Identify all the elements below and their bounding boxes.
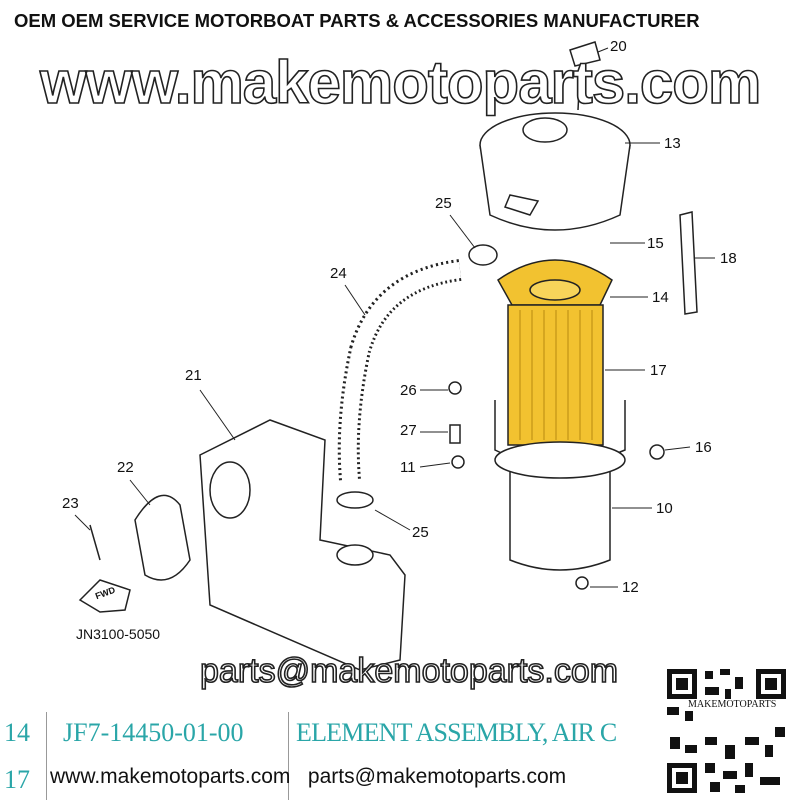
callout-18: 18 [720, 250, 737, 267]
row-1-no: 14 [4, 718, 30, 747]
air-cleaner-case [494, 400, 626, 571]
table-divider [46, 712, 47, 800]
table-divider [288, 712, 289, 800]
page-title: OEM OEM SERVICE MOTORBOAT PARTS & ACCESS… [14, 10, 700, 31]
contact-email: parts@makemotoparts.com [307, 765, 567, 788]
contact-line: www.makemotoparts.com parts@makemotopart… [50, 765, 566, 789]
watermark-email: parts@makemotoparts.com [199, 651, 619, 691]
callout-25-lower: 25 [412, 524, 429, 541]
callout-16: 16 [695, 439, 712, 456]
callout-12: 12 [622, 579, 639, 596]
part-25-clamp-lower [336, 491, 374, 509]
row-2-no: 17 [4, 765, 30, 794]
part-20-clip [569, 41, 601, 67]
row-1-part-number: JF7-14450-01-00 [63, 718, 244, 747]
part-22-cover [134, 494, 191, 581]
part-18-strap [679, 211, 698, 315]
callout-14: 14 [652, 289, 669, 306]
air-filter-element-highlighted [497, 259, 613, 446]
callout-23: 23 [62, 495, 79, 512]
part-25-clamp [468, 244, 498, 266]
qr-label: MAKEMOTOPARTS [686, 699, 779, 710]
callout-13: 13 [664, 135, 681, 152]
air-cleaner-cover [479, 112, 631, 231]
callout-21: 21 [185, 367, 202, 384]
callout-10: 10 [656, 500, 673, 517]
callout-17: 17 [650, 362, 667, 379]
contact-website: www.makemotoparts.com [50, 765, 291, 788]
callout-20: 20 [610, 38, 627, 55]
callout-15: 15 [647, 235, 664, 252]
fwd-arrow [78, 579, 131, 613]
callout-22: 22 [117, 459, 134, 476]
watermark-website: www.makemotoparts.com [39, 48, 762, 117]
callout-26: 26 [400, 382, 417, 399]
callout-25: 25 [435, 195, 452, 212]
diagram-code: JN3100-5050 [76, 626, 161, 642]
callout-11: 11 [400, 459, 416, 476]
qr-code [665, 667, 788, 795]
callout-24: 24 [330, 265, 347, 282]
callout-27: 27 [400, 422, 417, 439]
part-21-intake-silencer [199, 419, 406, 671]
part-24-hose [337, 259, 462, 481]
row-1-description: ELEMENT ASSEMBLY, AIR C [296, 718, 617, 747]
